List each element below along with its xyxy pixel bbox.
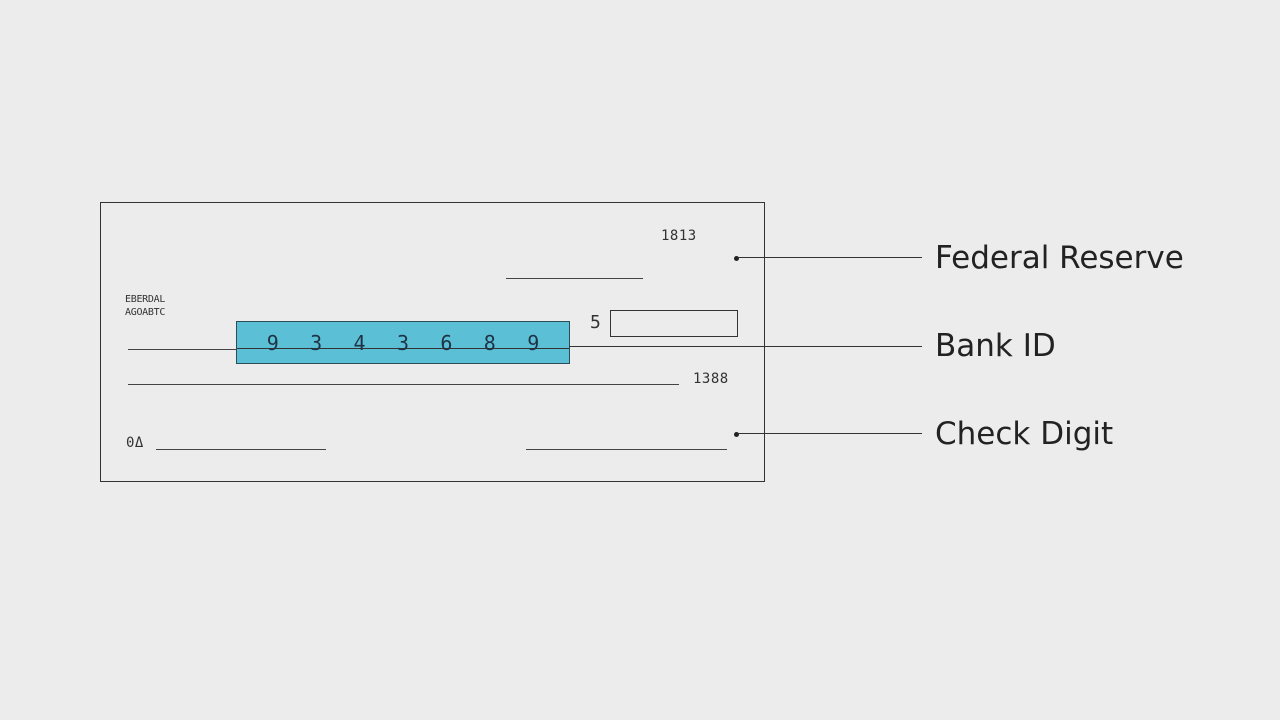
routing-digit: 6 xyxy=(440,330,453,355)
amount-prefix: 5 xyxy=(590,312,602,333)
account-number: 1388 xyxy=(693,371,729,387)
bank-name-line-2: АGОАВТС xyxy=(125,307,166,318)
bank-id-leader-line xyxy=(569,346,922,347)
check-outline: 1813 ЕВЕRDАL АGОАВТС 9 3 4 3 6 8 9 5 138… xyxy=(100,202,765,482)
routing-digit: 9 xyxy=(527,330,540,355)
date-line xyxy=(506,278,643,279)
routing-digit: 3 xyxy=(310,330,323,355)
bank-name-label: ЕВЕRDАL АGОАВТС xyxy=(125,293,165,319)
bank-id-label: Bank ID xyxy=(935,328,1056,364)
routing-digit: 4 xyxy=(353,330,366,355)
routing-digit: 8 xyxy=(483,330,496,355)
signature-line xyxy=(526,449,727,450)
bank-name-line-1: ЕВЕRDАL xyxy=(125,294,166,305)
routing-digit: 9 xyxy=(266,330,279,355)
check-digit-leader-line xyxy=(737,433,922,434)
payee-line xyxy=(128,349,238,350)
memo-line xyxy=(156,449,326,450)
memo-label: 0Δ xyxy=(126,435,144,451)
check-digit-dot xyxy=(734,432,739,437)
federal-reserve-leader-line xyxy=(737,257,922,258)
written-amount-line xyxy=(128,384,679,385)
routing-strike-line xyxy=(237,348,569,349)
routing-digit: 3 xyxy=(396,330,409,355)
federal-reserve-dot xyxy=(734,256,739,261)
check-digit-label: Check Digit xyxy=(935,416,1114,452)
routing-number-box: 9 3 4 3 6 8 9 xyxy=(236,321,570,364)
amount-box xyxy=(610,310,738,337)
check-number: 1813 xyxy=(661,228,697,244)
federal-reserve-label: Federal Reserve xyxy=(935,240,1184,276)
